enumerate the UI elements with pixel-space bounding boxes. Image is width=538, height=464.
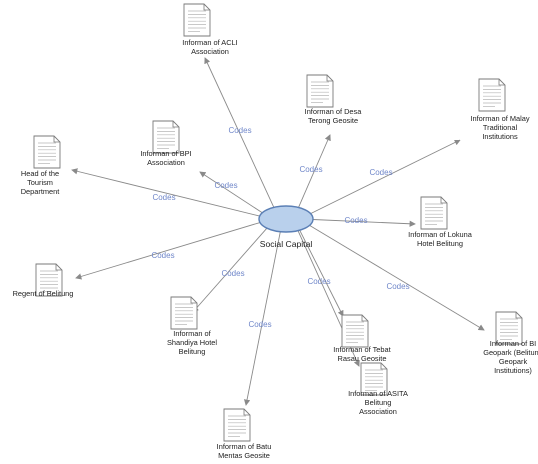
node-label-acli: Informan of ACLI bbox=[182, 38, 237, 47]
node-label-desa: Terong Geosite bbox=[308, 116, 358, 125]
node-regent[interactable]: Regent of Belitung bbox=[13, 263, 74, 298]
node-label-malay: Informan of Malay bbox=[470, 114, 529, 123]
edge-label-geopark: Codes bbox=[386, 282, 409, 291]
node-label-shandiya: Belitung bbox=[179, 347, 206, 356]
node-label-batu: Mentas Geosite bbox=[218, 451, 270, 460]
document-icon bbox=[33, 135, 61, 169]
node-label-shandiya: Informan of bbox=[173, 329, 211, 338]
node-label-bpi: Informan of BPI bbox=[140, 149, 191, 158]
edge-label-lokuna: Codes bbox=[344, 216, 367, 225]
edge-regent bbox=[75, 222, 261, 280]
node-label-acli: Association bbox=[191, 47, 229, 56]
node-label-tebat: Rasau Geosite bbox=[338, 354, 387, 363]
node-label-tebat: Informan of Tebat bbox=[333, 345, 390, 354]
node-label-batu: Informan of Batu bbox=[217, 442, 272, 451]
edge-label-tourism: Codes bbox=[152, 193, 175, 202]
edge-lokuna bbox=[312, 219, 416, 227]
node-label-malay: Institutions bbox=[482, 132, 518, 141]
document-icon bbox=[420, 196, 448, 230]
node-label-bpi: Association bbox=[147, 158, 185, 167]
node-label-lokuna: Hotel Belitung bbox=[417, 239, 463, 248]
edge-malay bbox=[310, 139, 461, 215]
document-icon bbox=[170, 296, 198, 330]
node-label-desa: Informan of Desa bbox=[305, 107, 363, 116]
edge-bpi bbox=[199, 171, 263, 214]
edge-label-acli: Codes bbox=[228, 126, 251, 135]
document-icon bbox=[183, 3, 211, 37]
central-node-ellipse[interactable] bbox=[258, 205, 314, 233]
node-label-tourism: Head of the bbox=[21, 169, 59, 178]
node-label-lokuna: Informan of Lokuna bbox=[408, 230, 473, 239]
document-icon bbox=[152, 120, 180, 154]
edge-tebat bbox=[299, 230, 344, 317]
document-icon bbox=[341, 314, 369, 348]
document-icon bbox=[35, 263, 63, 297]
node-label-malay: Traditional bbox=[483, 123, 518, 132]
edge-label-regent: Codes bbox=[151, 251, 174, 260]
document-icon bbox=[360, 362, 388, 396]
document-icon bbox=[495, 311, 523, 345]
node-label-tourism: Tourism bbox=[27, 178, 53, 187]
edge-label-shandiya: Codes bbox=[221, 269, 244, 278]
edge-label-malay: Codes bbox=[369, 168, 392, 177]
node-label-tourism: Department bbox=[21, 187, 60, 196]
central-node-label: Social Capital bbox=[260, 239, 313, 249]
document-icon bbox=[306, 74, 334, 108]
central-node[interactable]: Social Capital bbox=[258, 205, 314, 249]
node-label-asita: Association bbox=[359, 407, 397, 416]
node-label-asita: Informan of ASITA bbox=[348, 389, 408, 398]
document-icon bbox=[223, 408, 251, 442]
edges-layer: CodesCodesCodesCodesCodesCodesCodesCodes… bbox=[71, 57, 485, 406]
edge-desa bbox=[298, 134, 331, 208]
edge-label-batu: Codes bbox=[248, 320, 271, 329]
node-label-shandiya: Shandiya Hotel bbox=[167, 338, 217, 347]
node-label-asita: Belitung bbox=[365, 398, 392, 407]
node-label-geopark: Informan of BI bbox=[490, 339, 536, 348]
edge-tourism bbox=[71, 168, 260, 217]
node-label-regent: Regent of Belitung bbox=[13, 289, 74, 298]
document-icon bbox=[478, 78, 506, 112]
node-label-geopark: Geopark (Belitung bbox=[483, 348, 538, 357]
edge-acli bbox=[204, 57, 275, 208]
edge-batu bbox=[243, 231, 281, 406]
node-label-geopark: Geopark bbox=[499, 357, 528, 366]
edge-label-bpi: Codes bbox=[214, 181, 237, 190]
edge-geopark bbox=[309, 224, 485, 331]
edge-label-tebat: Codes bbox=[307, 277, 330, 286]
edge-shandiya bbox=[192, 227, 268, 313]
edge-label-desa: Codes bbox=[299, 165, 322, 174]
node-label-geopark: Institutions) bbox=[494, 366, 532, 375]
